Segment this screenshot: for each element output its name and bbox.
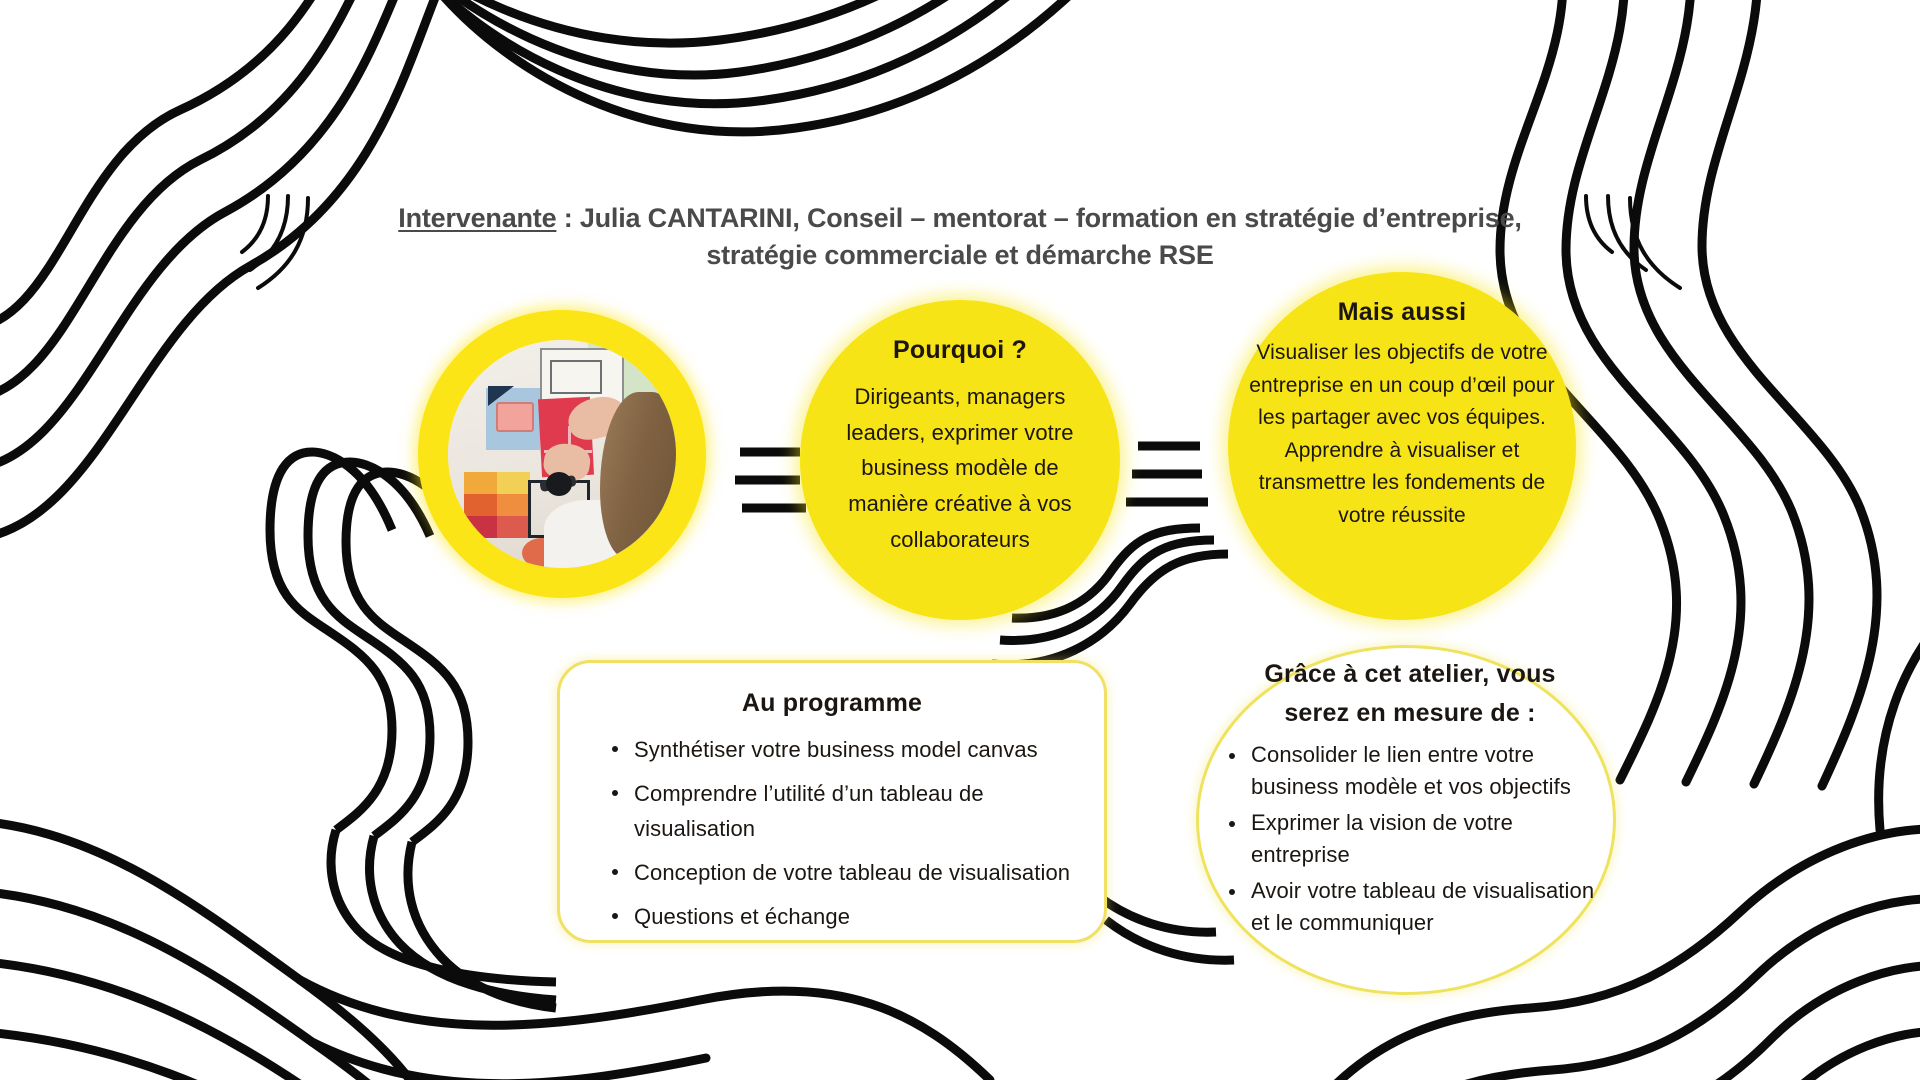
outcomes-block: Grâce à cet atelier, vous serez en mesur… bbox=[1215, 655, 1605, 943]
connector-program-in bbox=[326, 828, 557, 1013]
list-item: Avoir votre tableau de visualisation et … bbox=[1229, 875, 1605, 939]
arc-flourish-top-left bbox=[240, 194, 310, 290]
list-item: Synthétiser votre business model canvas bbox=[612, 732, 1074, 768]
program-box: Au programme Synthétiser votre business … bbox=[557, 660, 1107, 943]
wave-top-left bbox=[0, 0, 439, 538]
list-item: Comprendre l’utilité d’un tableau de vis… bbox=[612, 776, 1074, 847]
speaker-photo-ring bbox=[418, 310, 706, 598]
workshop-photo bbox=[448, 340, 676, 568]
outcomes-ellipse-outline bbox=[1196, 645, 1616, 995]
speaker-header-line2: stratégie commerciale et démarche RSE bbox=[706, 240, 1214, 271]
wave-bottom-left-sweep bbox=[295, 975, 995, 1080]
wave-top-center bbox=[440, 0, 1071, 137]
outcomes-title: Grâce à cet atelier, vous serez en mesur… bbox=[1264, 660, 1556, 727]
arc-flourish-top-right bbox=[1584, 194, 1682, 290]
circle-mais-aussi-title: Mais aussi bbox=[1337, 298, 1467, 326]
program-title: Au programme bbox=[741, 689, 923, 717]
speaker-details: Julia CANTARINI, Conseil – mentorat – fo… bbox=[579, 203, 1522, 233]
wave-bottom-left bbox=[0, 819, 416, 1080]
list-item: Questions et échange bbox=[612, 899, 1074, 935]
connector-photo-to-pourquoi bbox=[735, 447, 806, 513]
program-list: Synthétiser votre business model canvas … bbox=[590, 732, 1074, 934]
circle-mais-aussi-body: Visualiser les objectifs de votre entrep… bbox=[1249, 341, 1555, 527]
list-item: Conception de votre tableau de visualisa… bbox=[612, 855, 1074, 891]
outcomes-list: Consolider le lien entre votre business … bbox=[1215, 739, 1605, 940]
circle-pourquoi-body: Dirigeants, managers leaders, exprimer v… bbox=[846, 384, 1074, 552]
circle-mais-aussi: Mais aussi Visualiser les objectifs de v… bbox=[1228, 272, 1576, 620]
connector-pourquoi-to-maisaussi bbox=[1126, 441, 1208, 507]
speaker-separator: : bbox=[556, 203, 580, 233]
speaker-label: Intervenante bbox=[398, 203, 557, 233]
circle-pourquoi-title: Pourquoi ? bbox=[893, 336, 1027, 364]
list-item: Consolider le lien entre votre business … bbox=[1229, 739, 1605, 803]
speaker-header: Intervenante : Julia CANTARINI, Conseil … bbox=[380, 200, 1540, 275]
speaker-header-line1: Intervenante : Julia CANTARINI, Conseil … bbox=[380, 200, 1540, 237]
circle-pourquoi: Pourquoi ? Dirigeants, managers leaders,… bbox=[800, 300, 1120, 620]
list-item: Exprimer la vision de votre entreprise bbox=[1229, 807, 1605, 871]
wave-right-edge bbox=[1874, 641, 1920, 835]
